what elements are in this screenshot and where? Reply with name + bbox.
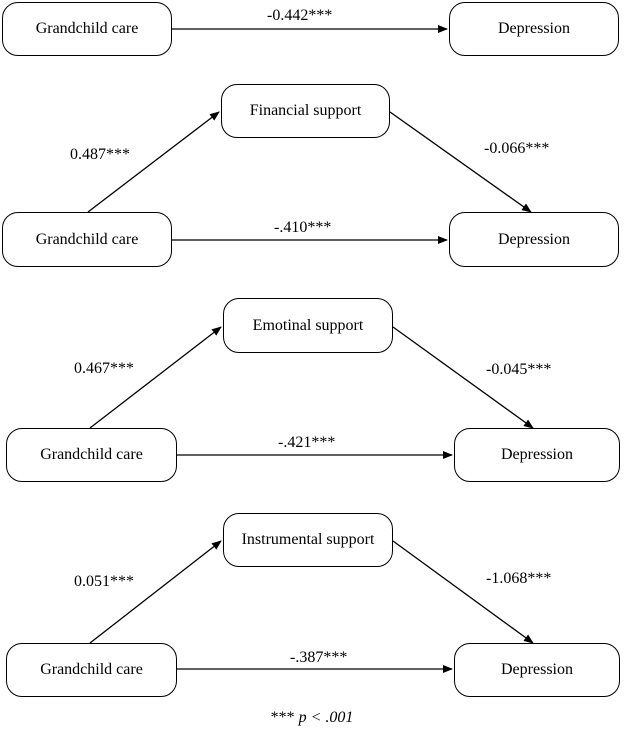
depression-node-1: Depression [449, 2, 619, 56]
mediator-node-2: Financial support [221, 84, 390, 138]
depression-node-4: Depression [454, 643, 620, 697]
a-coef-2: 0.487*** [70, 146, 130, 163]
mediator-node-4: Instrumental support [223, 513, 393, 567]
direct-coef-2: -.410*** [274, 219, 332, 236]
grandchild-care-node-4: Grandchild care [6, 643, 177, 697]
a-arrow-4 [89, 540, 222, 644]
note-p-value: p < .001 [298, 709, 354, 726]
b-arrow-3 [392, 326, 534, 429]
a-arrow-3 [89, 326, 222, 429]
b-coef-3: -0.045*** [486, 361, 552, 378]
depression-node-3: Depression [454, 428, 620, 482]
b-coef-2: -0.066*** [484, 140, 550, 157]
b-arrow-4 [392, 540, 534, 644]
mediator-node-3: Emotinal support [223, 298, 393, 353]
direct-coef-4: -.387*** [290, 649, 348, 666]
a-arrow-2 [87, 111, 220, 213]
b-arrow-2 [389, 111, 532, 213]
grandchild-care-node-1: Grandchild care [2, 2, 172, 56]
b-coef-4: -1.068*** [486, 570, 552, 587]
direct-coef-3: -.421*** [278, 434, 336, 451]
note-stars: *** [270, 709, 295, 726]
significance-note: *** p < .001 [0, 709, 624, 727]
grandchild-care-node-3: Grandchild care [6, 428, 177, 482]
a-coef-3: 0.467*** [74, 360, 134, 377]
direct-coef-1: -0.442*** [267, 7, 333, 24]
grandchild-care-node-2: Grandchild care [2, 212, 172, 267]
depression-node-2: Depression [449, 212, 619, 267]
a-coef-4: 0.051*** [74, 573, 134, 590]
